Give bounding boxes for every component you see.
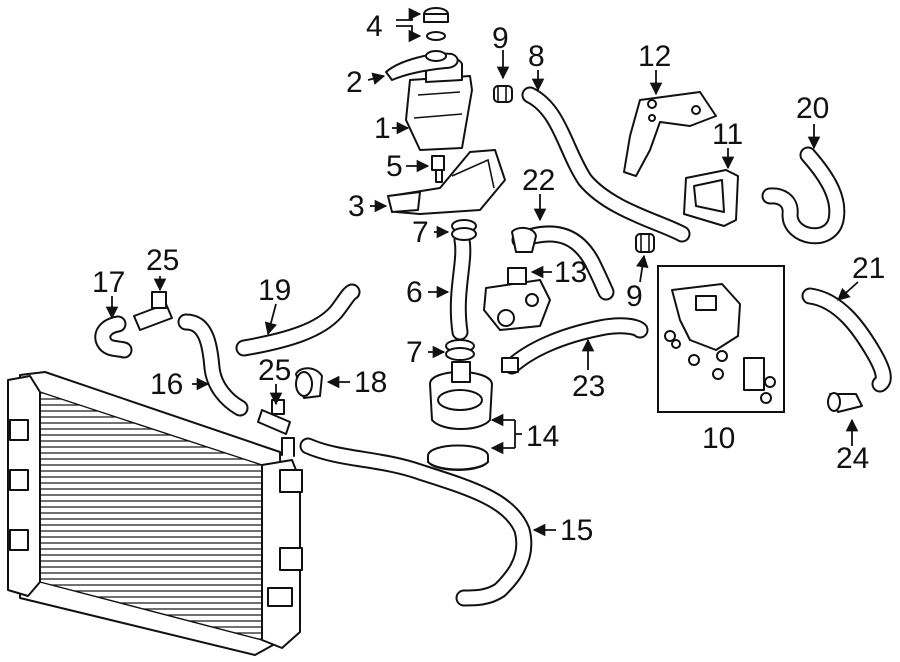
valve-assembly-kit [657, 265, 785, 413]
callout-18: 18 [354, 366, 387, 399]
callout-13: 13 [554, 256, 587, 289]
air-duct [683, 169, 739, 227]
elbow-connector [295, 367, 323, 399]
callout-6: 6 [406, 276, 423, 309]
hose-17 [94, 315, 133, 359]
callout-7b: 7 [406, 336, 423, 369]
callout-2: 2 [346, 66, 363, 99]
callout-24: 24 [836, 442, 869, 475]
elbow-fitting [827, 392, 863, 413]
tee-connector-upper [133, 291, 173, 331]
callout-17: 17 [92, 266, 125, 299]
callout-1: 1 [374, 112, 391, 145]
mounting-bracket [623, 91, 717, 177]
callout-25b: 25 [258, 354, 291, 387]
callout-21: 21 [852, 252, 885, 285]
hose-21 [801, 287, 892, 393]
callout-16: 16 [150, 368, 183, 401]
level-sensor [431, 155, 445, 183]
hose-22 [511, 225, 615, 301]
callout-3: 3 [348, 190, 365, 223]
callout-23: 23 [572, 370, 605, 403]
hose-6 [449, 231, 472, 341]
callout-19: 19 [258, 274, 291, 307]
callout-5: 5 [386, 150, 403, 183]
tee-connector-lower [257, 399, 291, 435]
callout-12: 12 [638, 40, 671, 73]
callout-8: 8 [528, 40, 545, 73]
callout-20: 20 [796, 92, 829, 125]
reservoir-bracket [387, 149, 506, 215]
hose-19 [235, 283, 361, 357]
callout-9: 9 [492, 22, 509, 55]
clamp-9-lower [635, 233, 655, 253]
clamp-7-upper [451, 219, 477, 241]
radiator [7, 371, 303, 656]
hose-16 [177, 313, 249, 417]
reservoir-cap [423, 7, 449, 41]
callout-22: 22 [522, 164, 555, 197]
callout-4: 4 [366, 10, 383, 43]
callout-25: 25 [146, 244, 179, 277]
callout-15: 15 [560, 514, 593, 547]
callout-10: 10 [702, 422, 735, 455]
hose-20 [761, 146, 846, 245]
reservoir-strap [385, 50, 459, 81]
callout-14: 14 [526, 420, 559, 453]
hose-8 [521, 86, 691, 243]
callout-labels: 4 9 8 12 2 20 1 11 5 22 3 7 25 21 17 19 … [92, 10, 885, 547]
hose-15 [299, 437, 533, 607]
hose-23 [501, 317, 649, 375]
callout-11: 11 [712, 118, 743, 151]
clamp-9-upper [493, 85, 513, 103]
clamp-7-lower [445, 339, 475, 361]
water-pump [427, 361, 493, 471]
leader-lines [105, 7, 859, 537]
control-valve [483, 267, 551, 331]
callout-7: 7 [412, 216, 429, 249]
callout-9b: 9 [626, 280, 643, 313]
